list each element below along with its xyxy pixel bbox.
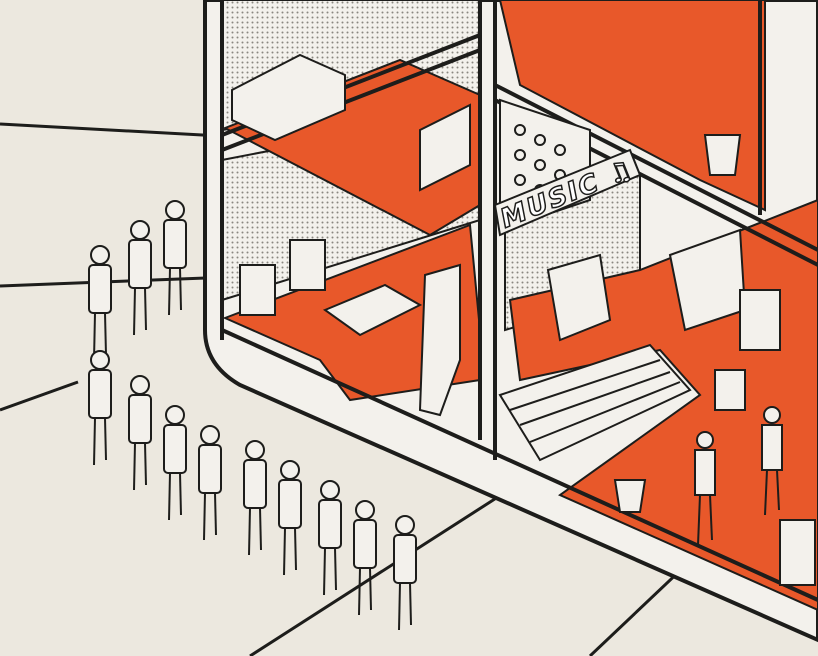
- stairs: [498, 343, 692, 462]
- palm-pot: [703, 134, 742, 176]
- queue-person: [353, 500, 377, 616]
- dj-table: [322, 283, 423, 337]
- shelf: [546, 253, 612, 342]
- queue-of-people: [88, 200, 417, 631]
- queue-person: [318, 480, 342, 596]
- plant-pot: [613, 479, 647, 513]
- queue-person: [163, 405, 187, 521]
- box-right: [779, 519, 816, 586]
- box-stack: [739, 289, 781, 351]
- shop-people: [694, 406, 783, 546]
- furniture: [231, 53, 816, 586]
- queue-person: [128, 375, 152, 491]
- box: [714, 369, 746, 411]
- robot: [418, 263, 461, 417]
- queue-person: [198, 425, 222, 541]
- queue-person: [88, 350, 112, 466]
- queue-person: [88, 245, 112, 361]
- sofa: [231, 53, 346, 142]
- queue-person: [278, 460, 302, 576]
- queue-person: [128, 220, 152, 336]
- speaker-right: [289, 239, 326, 291]
- tv-stand: [419, 103, 471, 192]
- queue-person: [243, 440, 267, 556]
- speaker-left: [239, 264, 276, 316]
- queue-person: [393, 515, 417, 631]
- queue-person: [163, 200, 187, 316]
